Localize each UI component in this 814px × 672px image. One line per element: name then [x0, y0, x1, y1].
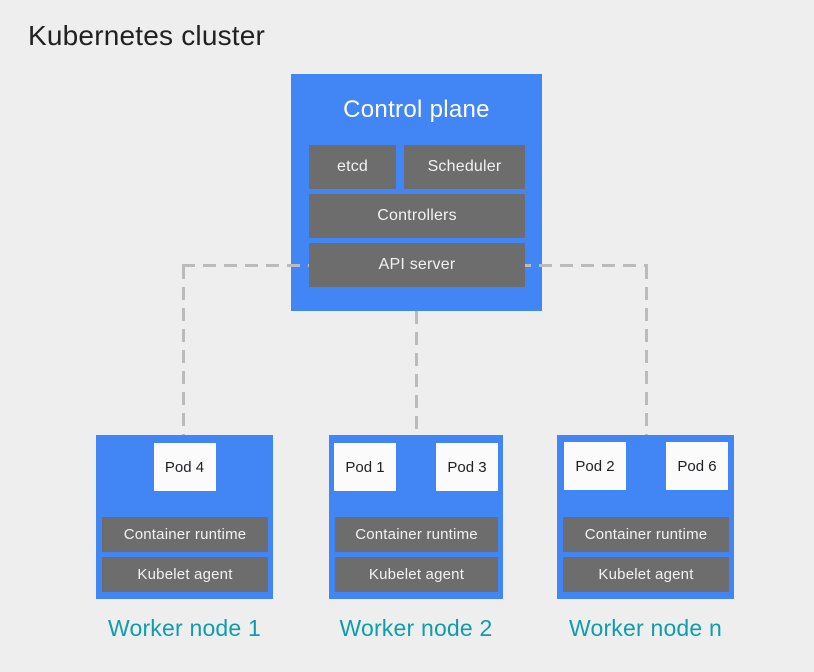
component-api-server: API server	[309, 243, 525, 287]
pod: Pod 3	[436, 443, 498, 491]
pod: Pod 6	[666, 442, 728, 490]
worker-node-n-box: Pod 2 Pod 6 Container runtime Kubelet ag…	[557, 435, 734, 599]
component-etcd: etcd	[309, 145, 396, 189]
component-controllers: Controllers	[309, 194, 525, 238]
connector-vertical-line-left	[182, 266, 185, 435]
kubelet-agent-layer: Kubelet agent	[335, 557, 498, 592]
diagram-title: Kubernetes cluster	[28, 20, 266, 51]
worker-node-2-label: Worker node 2	[339, 614, 493, 641]
worker-node-2-layers: Container runtime Kubelet agent	[335, 517, 498, 597]
container-runtime-layer: Container runtime	[335, 517, 498, 552]
container-runtime-layer: Container runtime	[102, 517, 268, 552]
worker-node-2-pods: Pod 1 Pod 3	[329, 443, 503, 491]
pod: Pod 4	[153, 443, 216, 491]
control-plane-box: Control plane etcd Scheduler Controllers…	[291, 74, 542, 311]
pod: Pod 1	[334, 443, 396, 491]
control-plane-title: Control plane	[343, 95, 490, 123]
worker-node-2-box: Pod 1 Pod 3 Container runtime Kubelet ag…	[329, 435, 503, 599]
worker-node-n-pods: Pod 2 Pod 6	[557, 442, 734, 490]
container-runtime-layer: Container runtime	[563, 517, 729, 552]
worker-node-n-label: Worker node n	[568, 614, 723, 641]
worker-node-1-box: Pod 4 Container runtime Kubelet agent	[96, 435, 273, 599]
connector-vertical-line-center	[415, 311, 418, 435]
worker-node-1-label: Worker node 1	[107, 614, 262, 641]
connector-vertical-line-right	[645, 266, 648, 435]
kubelet-agent-layer: Kubelet agent	[563, 557, 729, 592]
pod: Pod 2	[564, 442, 626, 490]
kubelet-agent-layer: Kubelet agent	[102, 557, 268, 592]
worker-node-1-layers: Container runtime Kubelet agent	[102, 517, 268, 597]
worker-node-1-pods: Pod 4	[96, 443, 273, 491]
component-scheduler: Scheduler	[404, 145, 525, 189]
worker-node-n-layers: Container runtime Kubelet agent	[563, 517, 729, 597]
